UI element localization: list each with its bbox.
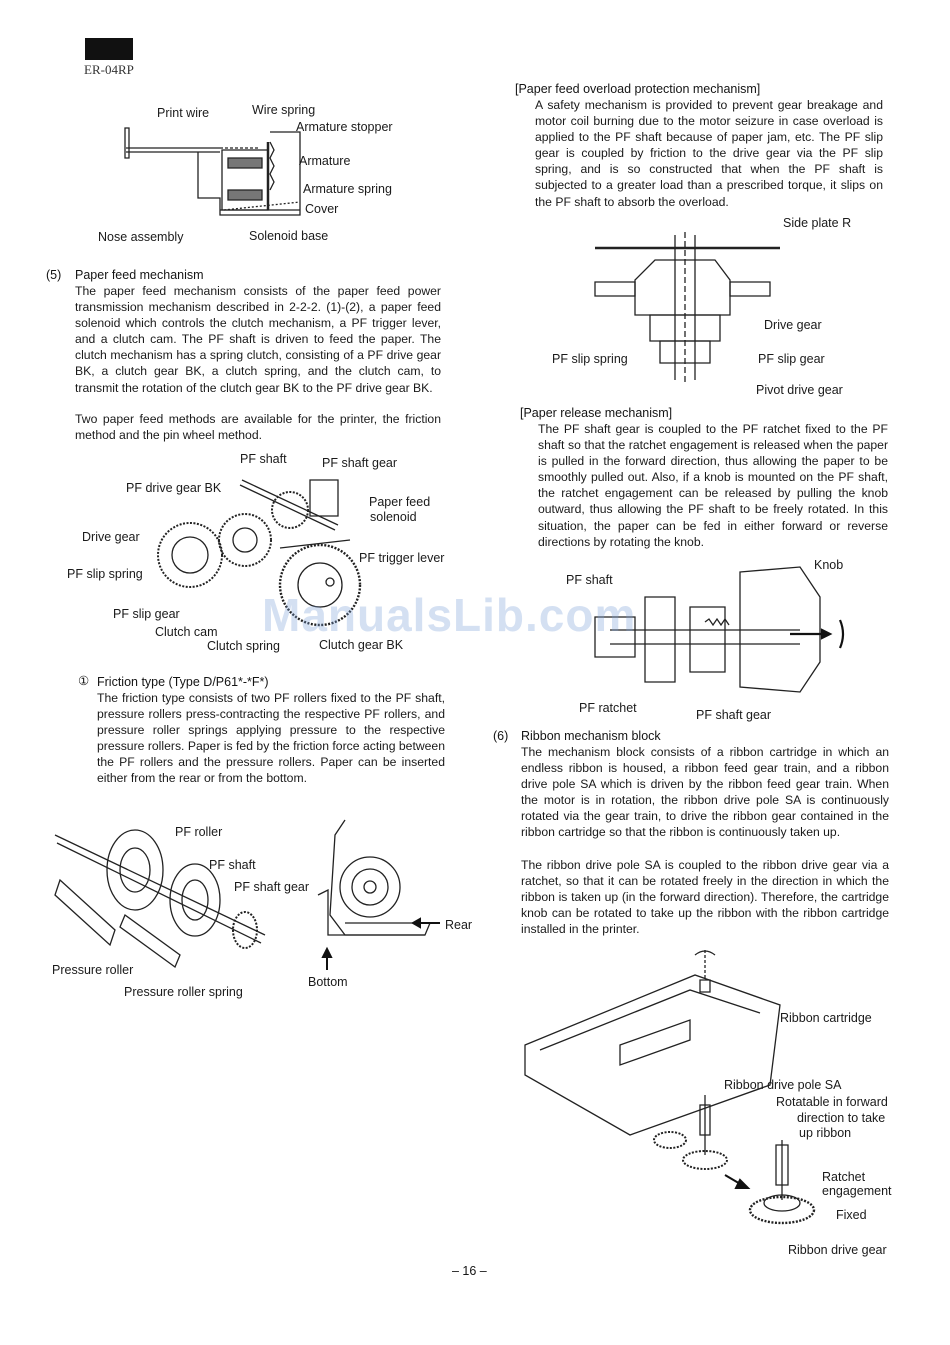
label-pf-slip-gear: PF slip gear [113,607,180,621]
label-ratchet-2: engagement [822,1184,892,1198]
label-rotatable-2: direction to take [797,1111,886,1125]
sec5-body-2: Two paper feed methods are available for… [75,412,441,443]
label-side-plate-r: Side plate R [783,216,852,230]
label-rotatable-1: Rotatable in forward [776,1095,888,1109]
label-clutch-cam: Clutch cam [155,625,218,639]
label-armature-stopper: Armature stopper [296,120,393,134]
label-pressure-roller: Pressure roller [52,963,134,977]
label-rel-pf-shaft-gear: PF shaft gear [696,708,772,722]
label-pivot-drive-gear: Pivot drive gear [756,383,843,397]
sec6-title: Ribbon mechanism block [521,729,661,743]
overload-title: [Paper feed overload protection mechanis… [515,82,761,96]
pf-roller-diagram [45,815,465,965]
label-roller-pf-shaft: PF shaft [209,858,256,872]
label-ribbon-drive-pole-sa: Ribbon drive pole SA [724,1078,842,1092]
label-knob: Knob [814,558,844,572]
label-fixed: Fixed [836,1208,867,1222]
sec5-number: (5) [46,268,62,282]
label-wire-spring: Wire spring [252,103,316,117]
ribbon-diagram [520,945,860,1245]
header-black-tab [85,38,133,60]
label-drive-gear: Drive gear [82,530,140,544]
label-clutch-gear-bk: Clutch gear BK [319,638,404,652]
label-pf-shaft: PF shaft [240,452,287,466]
label-pf-ratchet: PF ratchet [579,701,637,715]
label-pf-shaft-gear: PF shaft gear [322,456,398,470]
label-armature: Armature [299,154,351,168]
label-pf-slip-spring: PF slip spring [67,567,143,581]
label-ratchet-1: Ratchet [822,1170,866,1184]
watermark: ManualsLib.com [262,589,637,641]
overload-diagram [590,230,790,390]
release-title: [Paper release mechanism] [520,406,673,420]
label-ov-drive-gear: Drive gear [764,318,822,332]
label-pf-drive-gear-bk: PF drive gear BK [126,481,222,495]
label-paper-feed-solenoid-1: Paper feed [369,495,431,509]
label-rotatable-3: up ribbon [799,1126,852,1140]
sec5-title: Paper feed mechanism [75,268,204,282]
paper-feed-diagram [150,470,360,640]
label-pressure-roller-spring: Pressure roller spring [124,985,243,999]
label-paper-feed-solenoid-2: solenoid [370,510,417,524]
sec6-body-2: The ribbon drive pole SA is coupled to t… [521,858,889,937]
page-number: – 16 – [452,1264,487,1278]
solenoid-diagram [120,120,320,230]
label-rel-pf-shaft: PF shaft [566,573,613,587]
release-diagram [590,562,860,702]
label-clutch-spring: Clutch spring [207,639,280,653]
label-rear: Rear [445,918,473,932]
friction-marker: ① [78,674,90,688]
label-pf-trigger-lever: PF trigger lever [359,551,445,565]
friction-body: The friction type consists of two PF rol… [97,691,445,786]
overload-body: A safety mechanism is provided to preven… [535,98,883,209]
label-pf-roller: PF roller [175,825,223,839]
sec6-number: (6) [493,729,509,743]
label-ribbon-cartridge: Ribbon cartridge [780,1011,872,1025]
label-nose-assembly: Nose assembly [98,230,184,244]
label-print-wire: Print wire [157,106,210,120]
label-ov-pf-slip-spring: PF slip spring [552,352,628,366]
label-solenoid-base: Solenoid base [249,229,329,243]
label-ribbon-drive-gear: Ribbon drive gear [788,1243,887,1257]
release-body: The PF shaft gear is coupled to the PF r… [538,422,888,549]
friction-title: Friction type (Type D/P61*-*F*) [97,675,269,689]
sec6-body: The mechanism block consists of a ribbon… [521,745,889,840]
label-bottom: Bottom [308,975,348,989]
label-roller-pf-shaft-gear: PF shaft gear [234,880,310,894]
label-cover: Cover [305,202,339,216]
label-armature-spring: Armature spring [303,182,392,196]
model-label: ER-04RP [84,62,134,77]
sec5-body: The paper feed mechanism consists of the… [75,284,441,395]
label-ov-pf-slip-gear: PF slip gear [758,352,825,366]
